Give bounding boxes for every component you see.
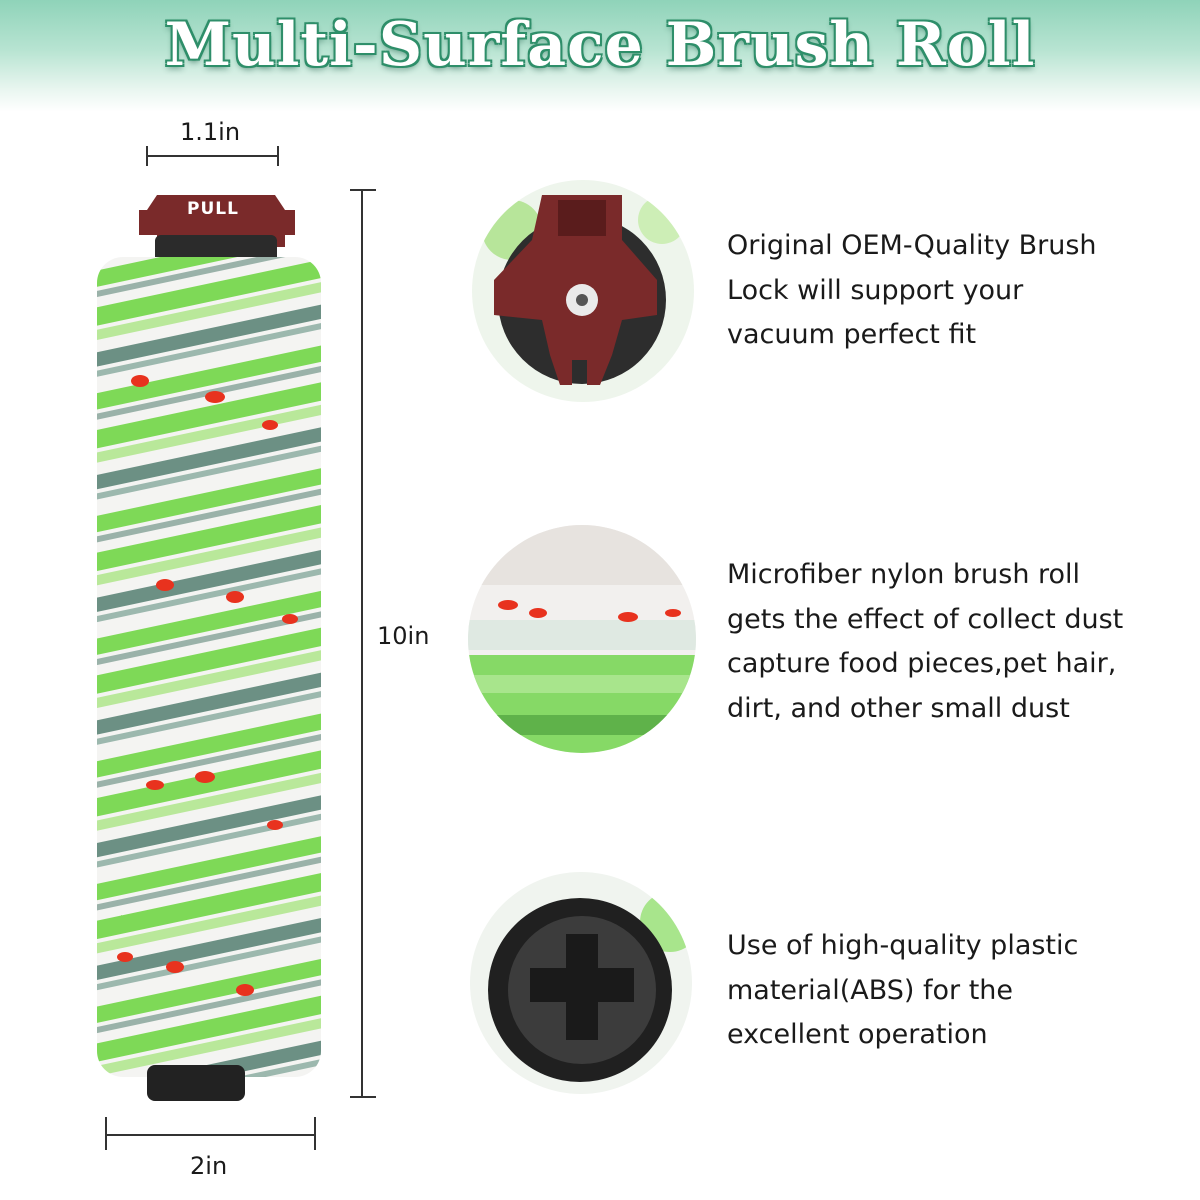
feature-1-line-1: Original OEM-Quality Brush [727, 230, 1097, 261]
feature-3-line-2: material(ABS) for the [727, 974, 1014, 1006]
feature-2-line-4: dirt, and other small dust [727, 692, 1070, 724]
bottom-width-label: 2in [190, 1152, 228, 1180]
brush-lock-photo [472, 180, 694, 402]
header-banner [0, 0, 1200, 112]
pull-label: PULL [187, 199, 239, 219]
length-label: 10in [377, 622, 430, 650]
brush-roll-image: PULL [95, 185, 325, 1105]
feature-1-line-3: vacuum perfect fit [727, 319, 977, 350]
page-title: Multi-Surface Brush Roll [164, 10, 1036, 80]
microfiber-photo [468, 525, 696, 753]
abs-end-photo [470, 872, 692, 1094]
feature-2-line-2: gets the effect of collect dust [727, 603, 1124, 635]
feature-2-text: Microfiber nylon brush roll gets the eff… [727, 553, 1177, 731]
feature-1-text: Original OEM-Quality Brush Lock will sup… [727, 224, 1177, 358]
feature-3-line-1: Use of high-quality plastic [727, 930, 1079, 961]
feature-1-line-2: Lock will support your [727, 274, 1024, 306]
feature-3-line-3: excellent operation [727, 1019, 988, 1050]
feature-3-text: Use of high-quality plastic material(ABS… [727, 924, 1177, 1058]
feature-2-line-3: capture food pieces,pet hair, [727, 648, 1117, 679]
feature-2-line-1: Microfiber nylon brush roll [727, 559, 1081, 590]
top-width-label: 1.1in [180, 118, 241, 146]
